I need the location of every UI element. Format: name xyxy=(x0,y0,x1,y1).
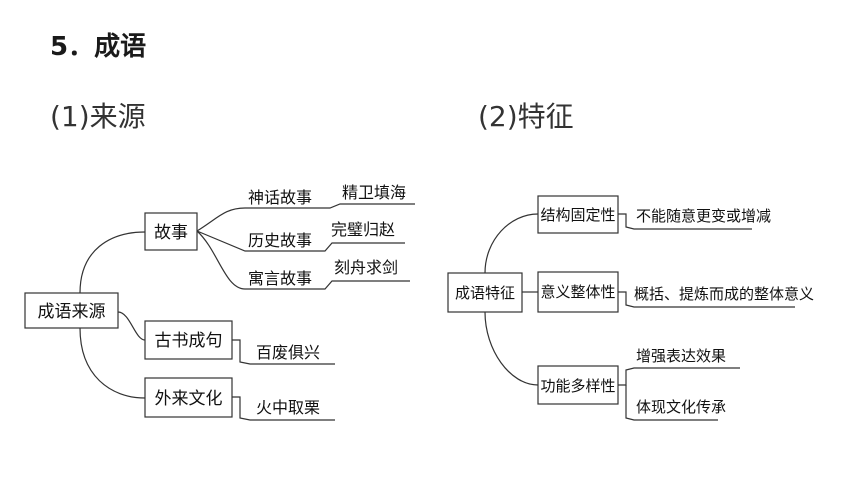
idiom-example: 火中取栗 xyxy=(256,398,320,417)
feature-description: 不能随意更变或增减 xyxy=(636,207,771,225)
section-heading: 5．成语 xyxy=(50,32,147,62)
feature-description: 体现文化传承 xyxy=(636,398,726,416)
feature-label: 结构固定性 xyxy=(540,206,615,224)
branch-label: 故事 xyxy=(154,223,188,243)
feature-node-holistic-meaning: 意义整体性 xyxy=(537,271,619,313)
feature-label: 意义整体性 xyxy=(540,283,615,301)
idiom-example: 刻舟求剑 xyxy=(334,258,398,277)
root-label: 成语来源 xyxy=(38,302,106,322)
story-type-myth: 神话故事 xyxy=(248,188,312,207)
feature-label: 功能多样性 xyxy=(540,377,615,395)
branch-label: 外来文化 xyxy=(155,389,223,409)
subtitle-features: (2)特征 xyxy=(478,100,574,133)
branch-node-stories: 故事 xyxy=(144,212,198,251)
idiom-example: 百废俱兴 xyxy=(256,343,320,362)
branch-node-ancient-texts: 古书成句 xyxy=(144,320,233,360)
feature-description: 增强表达效果 xyxy=(636,347,726,365)
root-node-features: 成语特征 xyxy=(447,272,523,313)
feature-node-multifunction: 功能多样性 xyxy=(537,365,619,405)
story-type-history: 历史故事 xyxy=(248,231,312,250)
root-node-source: 成语来源 xyxy=(24,292,119,329)
root-label: 成语特征 xyxy=(455,284,515,302)
branch-label: 古书成句 xyxy=(155,331,223,351)
branch-node-foreign-culture: 外来文化 xyxy=(144,377,233,418)
feature-node-fixed-structure: 结构固定性 xyxy=(537,195,619,234)
story-type-fable: 寓言故事 xyxy=(248,269,312,288)
feature-description: 概括、提炼而成的整体意义 xyxy=(634,285,814,303)
subtitle-source: (1)来源 xyxy=(50,100,146,133)
idiom-example: 精卫填海 xyxy=(342,183,406,202)
idiom-example: 完璧归赵 xyxy=(331,220,395,239)
